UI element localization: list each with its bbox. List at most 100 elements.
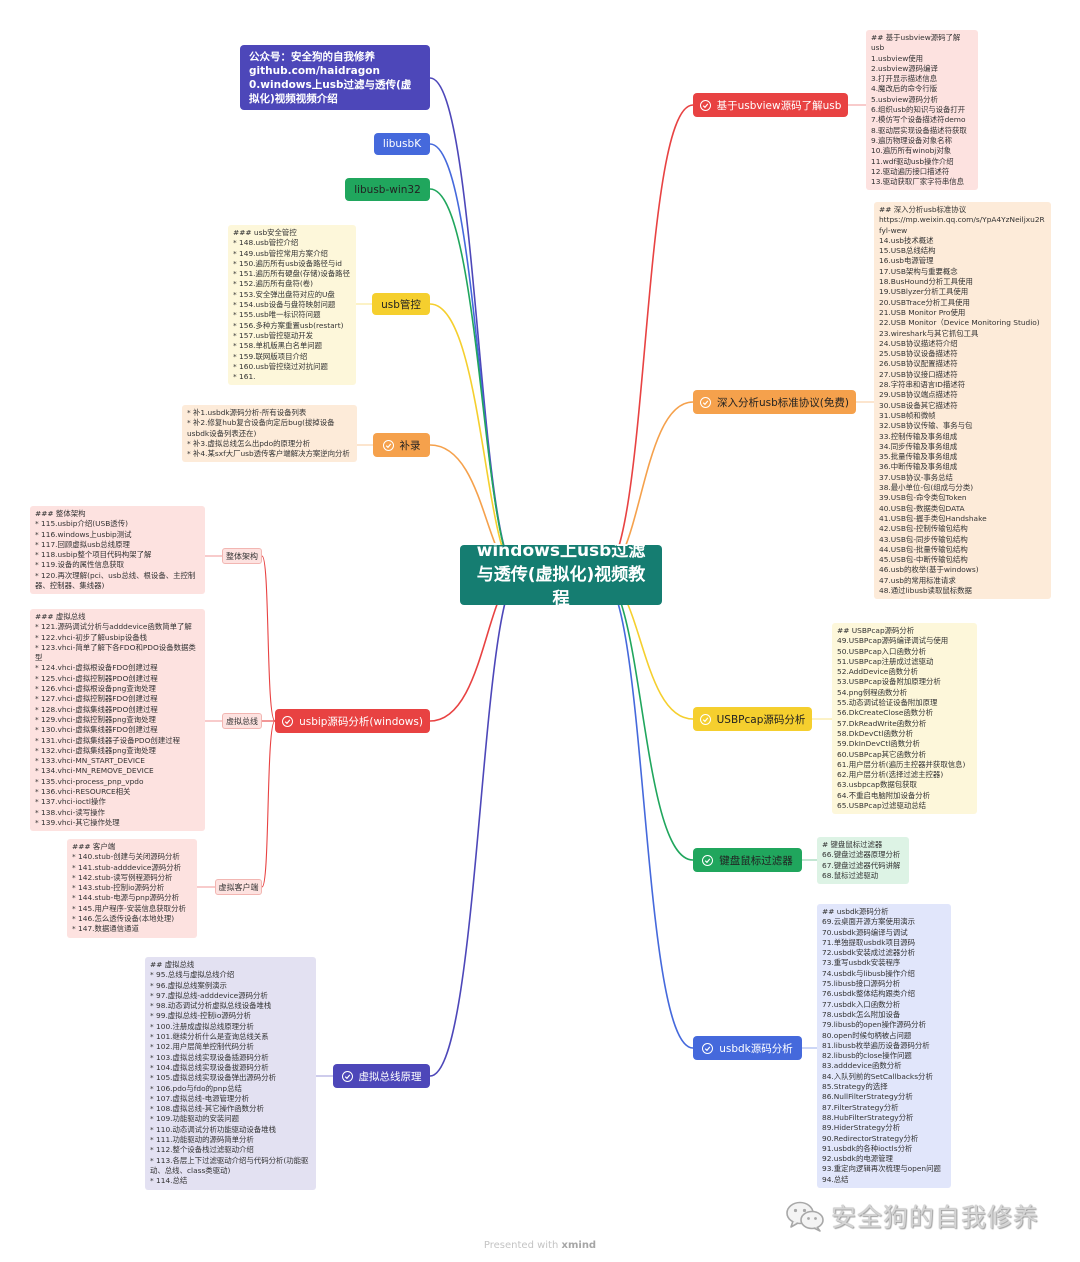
- note-line: * 114.总结: [150, 1176, 188, 1186]
- note-line: * 116.windows上usbip测试: [35, 529, 132, 539]
- task-done-icon: [702, 1042, 714, 1054]
- note-line: ## 深入分析usb标准协议: [879, 205, 967, 214]
- topic-label: 键盘鼠标过滤器: [719, 854, 793, 867]
- note-line: * 103.虚拟总线实现设备插源码分析: [150, 1052, 269, 1062]
- note-line: * 153.安全弹出盘符对应的U盘: [233, 289, 335, 299]
- note-line: 81.libusb枚举遍历设备源码分析: [822, 1040, 930, 1050]
- note-line: 8.驱动层实现设备描述符获取: [871, 125, 967, 135]
- note-line: * 107.虚拟总线-电源管理分析: [150, 1093, 250, 1103]
- note-line: * 128.vhci-虚拟集线器PDO创建过程: [35, 704, 158, 714]
- note-line: 0.windows上usb过滤与透传(虚拟化)视频视频介绍: [249, 79, 412, 105]
- note-line: 47.usb的常用标准请求: [879, 575, 956, 585]
- note-line: 93.重定向逻辑再次梳理与open问题: [822, 1164, 941, 1174]
- topic-label: libusb-win32: [354, 183, 421, 196]
- subtopic-line-client: [261, 720, 276, 888]
- note-line: * 113.各层上下过滤驱动介绍与代码分析(功能驱动、总线、class类驱动): [150, 1155, 309, 1175]
- note-line: * 补1.usbdk源码分析-所有设备列表: [187, 408, 307, 417]
- note-line: github.com/haidragon: [249, 65, 380, 77]
- task-done-icon: [699, 99, 711, 111]
- note-line: * 141.stub-adddevice源码分析: [72, 862, 182, 872]
- note-line: 92.usbdk的电源管理: [822, 1154, 893, 1164]
- topic-usbview: 基于usbview源码了解usb: [693, 93, 848, 117]
- note-line: 31.USB帧和微帧: [879, 410, 936, 420]
- note-line: 10.遍历所有winobj对象: [871, 146, 952, 156]
- note-line: 38.最小单位-包(组成与分类): [879, 483, 974, 493]
- note-line: 25.USB协议设备描述符: [879, 349, 958, 359]
- note-line: 27.USB协议接口描述符: [879, 369, 958, 379]
- note-line: 74.usbdk与libusb操作介绍: [822, 968, 915, 978]
- note-line: * 131.vhci-虚拟集线器子设备PDO创建过程: [35, 735, 180, 745]
- footer: Presented with xmind: [0, 1240, 1080, 1251]
- note-line: 85.Strategy的选择: [822, 1082, 888, 1092]
- topic-usbdk: usbdk源码分析: [693, 1036, 802, 1060]
- topic-protocol: 深入分析usb标准协议(免费): [693, 390, 856, 414]
- note-line: ## USBPcap源码分析: [837, 626, 915, 635]
- note-line: * 118.usbip整个项目代码构架了解: [35, 550, 152, 560]
- note-line: * 161.: [233, 372, 256, 382]
- subtopic-line-architecture: [261, 555, 276, 722]
- note-line: * 104.虚拟总线实现设备拔源码分析: [150, 1062, 269, 1072]
- note-line: 79.libusb的open操作源码分析: [822, 1020, 926, 1030]
- note-line: 58.DkDevCtl函数分析: [837, 728, 914, 738]
- topic-label: usb管控: [381, 298, 421, 311]
- subtopic-virtual-bus: 虚拟总线: [222, 713, 262, 729]
- note-line: * 96.虚拟总线案例演示: [150, 980, 227, 990]
- watermark-text: 安全狗的自我修养: [831, 1203, 1040, 1232]
- note-line: * 157.usb管控驱动开发: [233, 330, 314, 340]
- note-line: 53.USBPcap设备附加原理分析: [837, 677, 941, 687]
- note-line: 49.USBPcap源码编译调试与使用: [837, 636, 949, 646]
- task-done-icon: [382, 439, 394, 451]
- note-line: * 95.总线与虚拟总线介绍: [150, 970, 235, 980]
- subtopic-label: 整体架构: [226, 551, 258, 561]
- note-line: 70.usbdk源码编译与调试: [822, 927, 908, 937]
- central-topic-title: windows上usb过滤与透传(虚拟化)视频教程: [476, 541, 646, 609]
- note-line: * 151.遍历所有硬盘(存储)设备路径: [233, 269, 350, 279]
- note-line: 87.FilterStrategy分析: [822, 1102, 899, 1112]
- note-line: 55.动态调试验证设备附加原理: [837, 698, 938, 708]
- note-line: * 155.usb唯一标识符问题: [233, 310, 321, 320]
- note-line: 89.HiderStrategy分析: [822, 1123, 901, 1133]
- note-line: 78.usbdk怎么附加设备: [822, 1009, 901, 1019]
- note-line: * 159.联网版项目介绍: [233, 351, 308, 361]
- note-line: * 补2.修复hub复合设备向定后bug(拔掉设备usbdk设备列表还在): [187, 418, 335, 438]
- note-line: * 154.usb设备与盘符映射问题: [233, 300, 336, 310]
- note-line: * 105.虚拟总线实现设备弹出源码分析: [150, 1073, 276, 1083]
- note-line: 46.usb的枚举(基于windows): [879, 565, 979, 575]
- note-line: * 127.vhci-虚拟控制器FDO创建过程: [35, 694, 158, 704]
- note-line: 50.USBPcap入口函数分析: [837, 646, 927, 656]
- note-line: 67.键盘过滤器代码讲解: [822, 860, 901, 870]
- note-line: 28.字符串和语言ID描述符: [879, 380, 966, 390]
- note-line: 77.usbdk入口函数分析: [822, 999, 901, 1009]
- note-line: 24.USB协议描述符介绍: [879, 338, 958, 348]
- note-line: ### usb安全管控: [233, 228, 297, 237]
- note-line: 36.中断传输及事务组成: [879, 462, 958, 472]
- watermark: 安全狗的自我修养: [785, 1198, 1039, 1234]
- note-line: 1.usbview使用: [871, 53, 924, 63]
- topic-libusb-win32: libusb-win32: [345, 178, 430, 201]
- note-line: 6.组织usb的知识与设备打开: [871, 105, 966, 115]
- note-line: * 160.usb管控绕过对抗问题: [233, 361, 328, 371]
- note-line: * 98.动态调试分析虚拟总线设备堆栈: [150, 1001, 272, 1011]
- note-line: 73.重写usbdk安装程序: [822, 958, 901, 968]
- note-line: * 97.虚拟总线-adddevice源码分析: [150, 990, 268, 1000]
- note-architecture: ### 整体架构* 115.usbip介绍(USB透传)* 116.window…: [30, 506, 205, 595]
- note-line: * 143.stub-控制io源码分析: [72, 883, 165, 893]
- branch-line-usbdk: [599, 574, 694, 1049]
- note-line: 42.USB包-控制传输包结构: [879, 524, 968, 534]
- topic-virtual-bus: 虚拟总线原理: [333, 1064, 430, 1088]
- note-line: 12.驱动遍历接口描述符: [871, 166, 950, 176]
- task-done-icon: [700, 396, 711, 408]
- note-line: 48.通过libusb读取鼠标数据: [879, 585, 972, 595]
- note-line: 94.总结: [822, 1174, 849, 1184]
- note-line: 22.USB Monitor（Device Monitoring Studio): [879, 318, 1040, 328]
- note-line: 86.NullFilterStrategy分析: [822, 1092, 913, 1102]
- note-line: 7.模仿写个设备描述符demo: [871, 115, 966, 125]
- note-line: * 119.设备的属性信息获取: [35, 560, 125, 570]
- note-line: 26.USB协议配置描述符: [879, 359, 958, 369]
- topic-label: usbip源码分析(windows): [299, 715, 423, 728]
- note-line: 59.DkInDevCtl函数分析: [837, 739, 920, 749]
- note-line: 13.驱动获取厂家字符串信息: [871, 177, 965, 187]
- note-line: * 134.vhci-MN_REMOVE_DEVICE: [35, 766, 154, 776]
